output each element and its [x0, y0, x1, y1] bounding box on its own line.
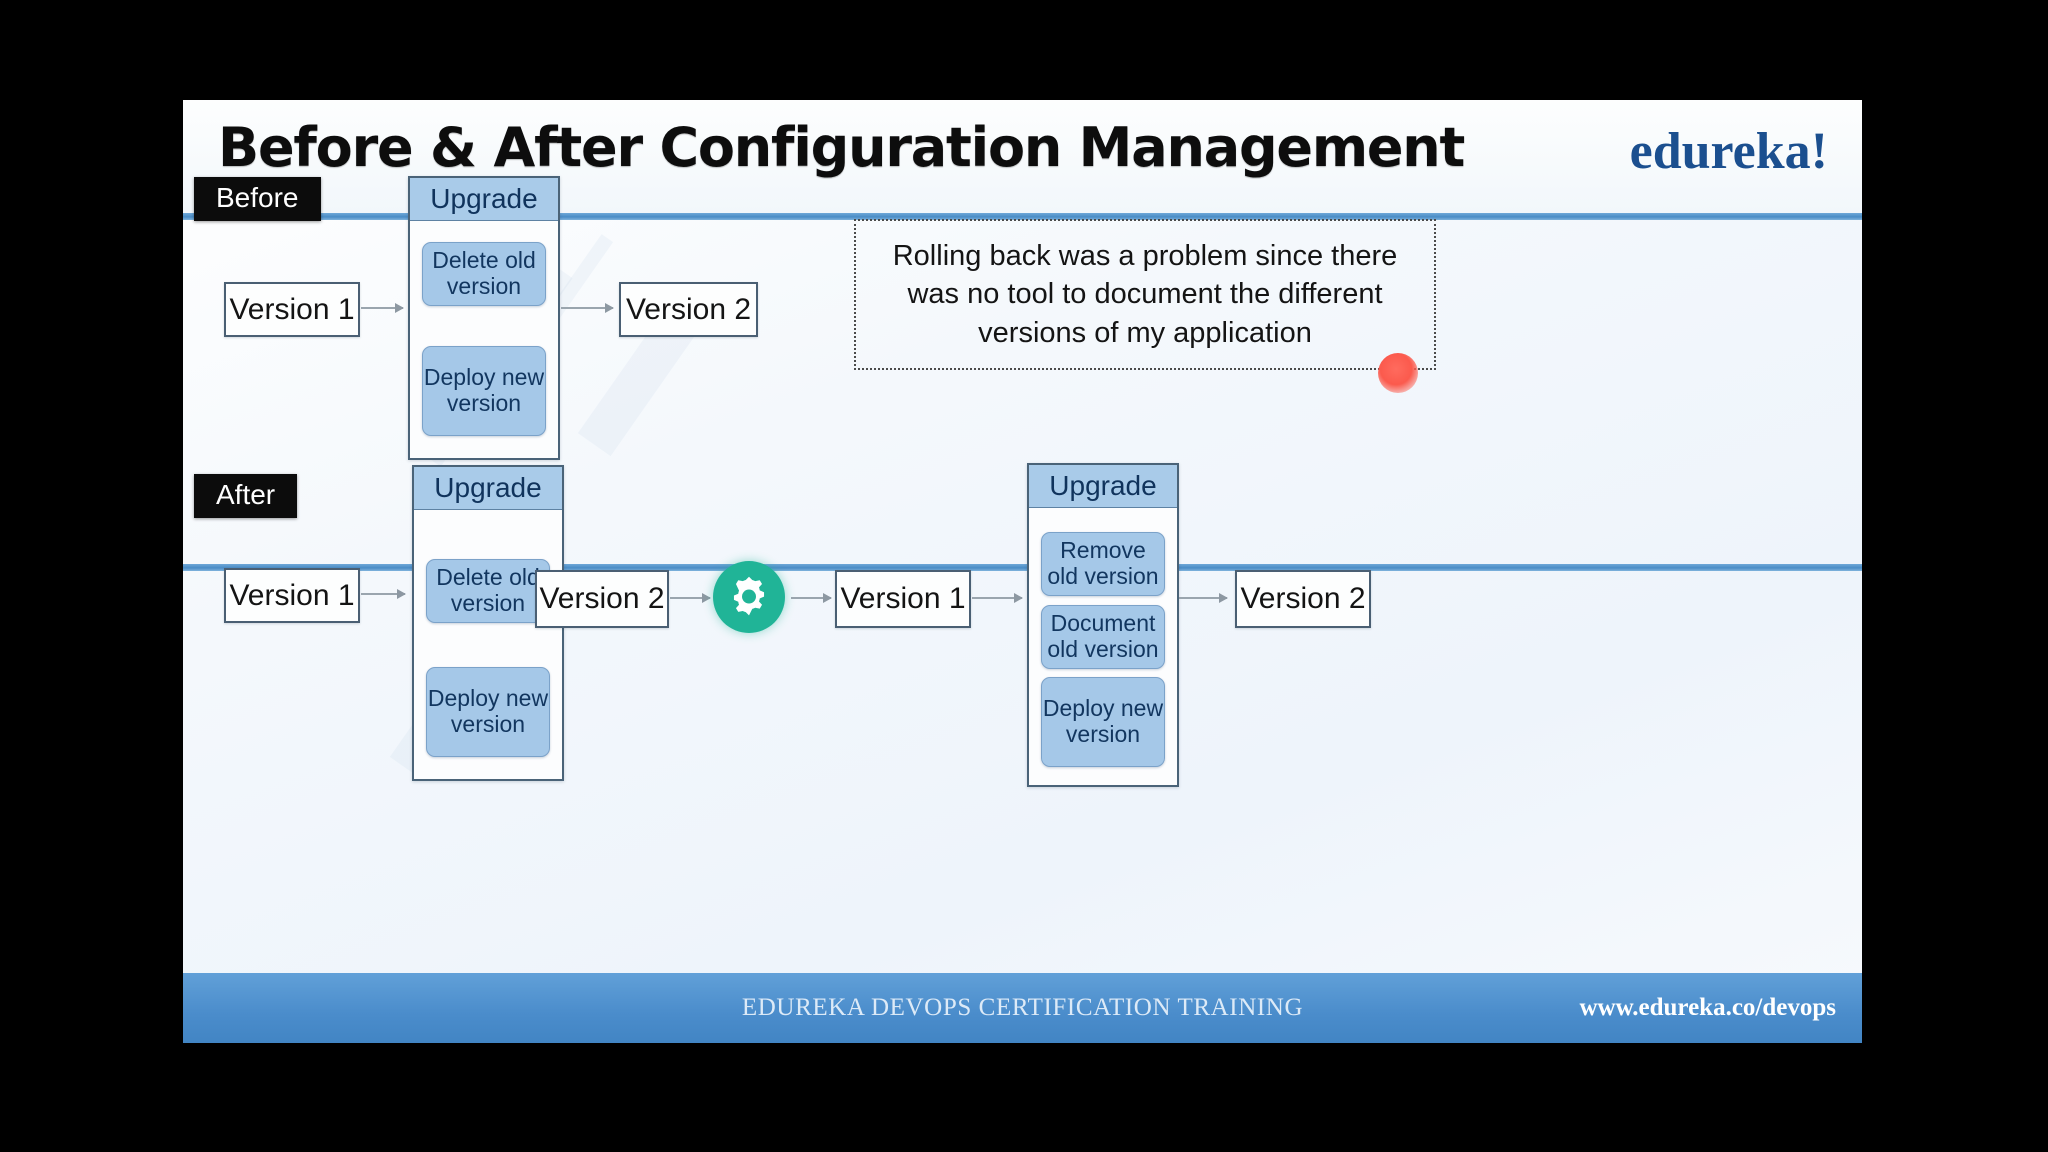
footer-course-name: EDUREKA DEVOPS CERTIFICATION TRAINING	[741, 994, 1304, 1021]
after-arrow-3	[670, 593, 711, 603]
after-upgrade-1-title: Upgrade	[414, 467, 562, 510]
before-version-1-box: Version 1	[224, 282, 360, 337]
edureka-logo: edureka!	[1629, 123, 1828, 180]
after-version-1-box: Version 1	[224, 568, 360, 623]
before-version-2-box: Version 2	[619, 282, 758, 337]
footer-url: www.edureka.co/devops	[1579, 994, 1836, 1021]
before-step-deploy-new-version: Deploy new version	[422, 346, 546, 436]
after-upgrade-box-1: Upgrade Delete old version Deploy new ve…	[412, 465, 564, 781]
before-upgrade-title: Upgrade	[410, 178, 558, 221]
after-arrow-4	[791, 593, 832, 603]
before-arrow-1	[361, 303, 404, 313]
slide-footer: EDUREKA DEVOPS CERTIFICATION TRAINING ww…	[183, 973, 1862, 1043]
divider-middle	[183, 564, 1862, 571]
after-step-deploy-new-version: Deploy new version	[426, 667, 550, 757]
after-version-2-mid-box: Version 2	[535, 570, 669, 628]
after-step-delete-old-version: Delete old version	[426, 559, 550, 623]
after-version-1-mid-box: Version 1	[835, 570, 971, 628]
after-arrow-5	[972, 593, 1023, 603]
after-upgrade-box-2: Upgrade Remove old version Document old …	[1027, 463, 1179, 787]
section-badge-before: Before	[194, 177, 321, 221]
before-step-delete-old-version: Delete old version	[422, 242, 546, 306]
gear-icon	[713, 561, 785, 633]
after-arrow-1	[361, 589, 406, 599]
section-badge-after: After	[194, 474, 298, 518]
callout-box: Rolling back was a problem since there w…	[854, 219, 1436, 370]
after-step-document-old-version: Document old version	[1041, 605, 1165, 669]
divider-top	[183, 213, 1862, 220]
before-upgrade-box: Upgrade Delete old version Deploy new ve…	[408, 176, 560, 460]
before-upgrade-body: Delete old version Deploy new version	[410, 221, 558, 458]
page-title: Before & After Configuration Management	[218, 116, 1465, 179]
after-upgrade-2-body: Remove old version Document old version …	[1029, 508, 1177, 785]
after-arrow-6	[1179, 593, 1228, 603]
after-step-deploy-new-version-2: Deploy new version	[1041, 677, 1165, 767]
after-upgrade-2-title: Upgrade	[1029, 465, 1177, 508]
after-upgrade-1-body: Delete old version Deploy new version	[414, 510, 562, 779]
after-step-remove-old-version: Remove old version	[1041, 532, 1165, 596]
before-arrow-2	[561, 303, 614, 313]
presentation-slide: Before & After Configuration Management …	[183, 100, 1862, 1043]
callout-text: Rolling back was a problem since there w…	[892, 240, 1398, 349]
after-version-2-final-box: Version 2	[1235, 570, 1371, 628]
